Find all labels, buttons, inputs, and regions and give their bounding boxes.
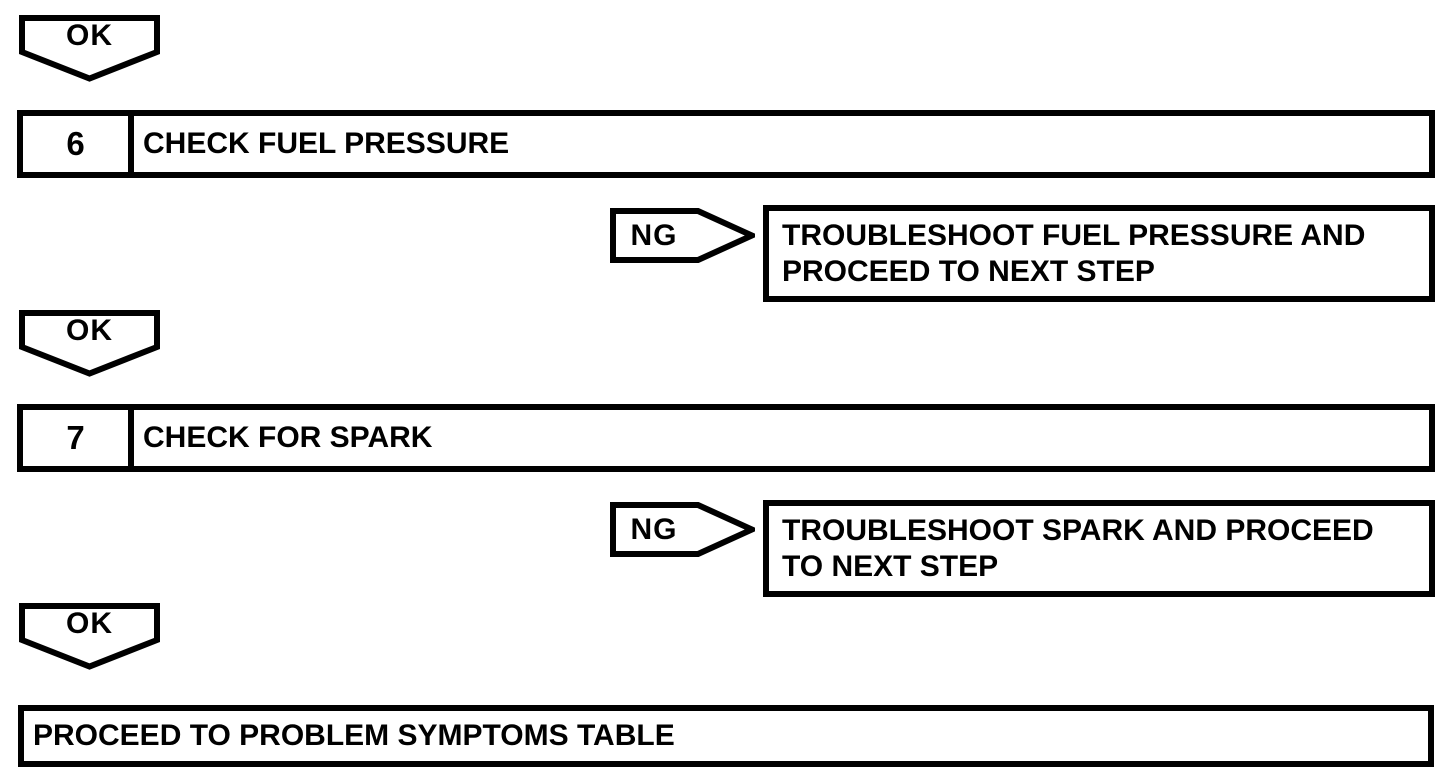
ok-down-arrow-icon bbox=[19, 603, 160, 670]
ng-action-text-2: TROUBLESHOOT SPARK AND PROCEED TO NEXT S… bbox=[782, 513, 1374, 583]
ng-connector-1: NG bbox=[610, 208, 755, 263]
step-7-title: CHECK FOR SPARK bbox=[143, 421, 433, 454]
ok-connector-label: OK bbox=[66, 314, 113, 347]
ok-connector-label: OK bbox=[66, 607, 113, 640]
final-action-box: PROCEED TO PROBLEM SYMPTOMS TABLE bbox=[18, 705, 1434, 767]
final-action-text: PROCEED TO PROBLEM SYMPTOMS TABLE bbox=[33, 719, 675, 752]
step-6-title: CHECK FUEL PRESSURE bbox=[143, 127, 510, 160]
ok-down-arrow-icon bbox=[19, 15, 160, 82]
ng-action-box-2: TROUBLESHOOT SPARK AND PROCEED TO NEXT S… bbox=[763, 500, 1435, 597]
ng-action-box-1: TROUBLESHOOT FUEL PRESSURE AND PROCEED T… bbox=[763, 205, 1435, 302]
ok-connector-3: OK bbox=[19, 603, 160, 670]
ok-connector-2: OK bbox=[19, 310, 160, 377]
step-7-box: 7 CHECK FOR SPARK bbox=[17, 404, 1435, 472]
step-6-number: 6 bbox=[23, 116, 134, 172]
ng-connector-2: NG bbox=[610, 502, 755, 557]
step-7-number: 7 bbox=[23, 410, 134, 466]
ng-action-text-1: TROUBLESHOOT FUEL PRESSURE AND PROCEED T… bbox=[782, 218, 1366, 288]
step-6-box: 6 CHECK FUEL PRESSURE bbox=[17, 110, 1435, 178]
ng-connector-label-2: NG bbox=[630, 512, 678, 546]
ng-right-arrow-icon bbox=[610, 502, 755, 557]
ok-down-arrow-icon bbox=[19, 310, 160, 377]
ok-connector-label: OK bbox=[66, 19, 113, 52]
ng-connector-label-1: NG bbox=[630, 218, 678, 252]
ng-right-arrow-icon bbox=[610, 208, 755, 263]
ok-connector-1: OK bbox=[19, 15, 160, 82]
